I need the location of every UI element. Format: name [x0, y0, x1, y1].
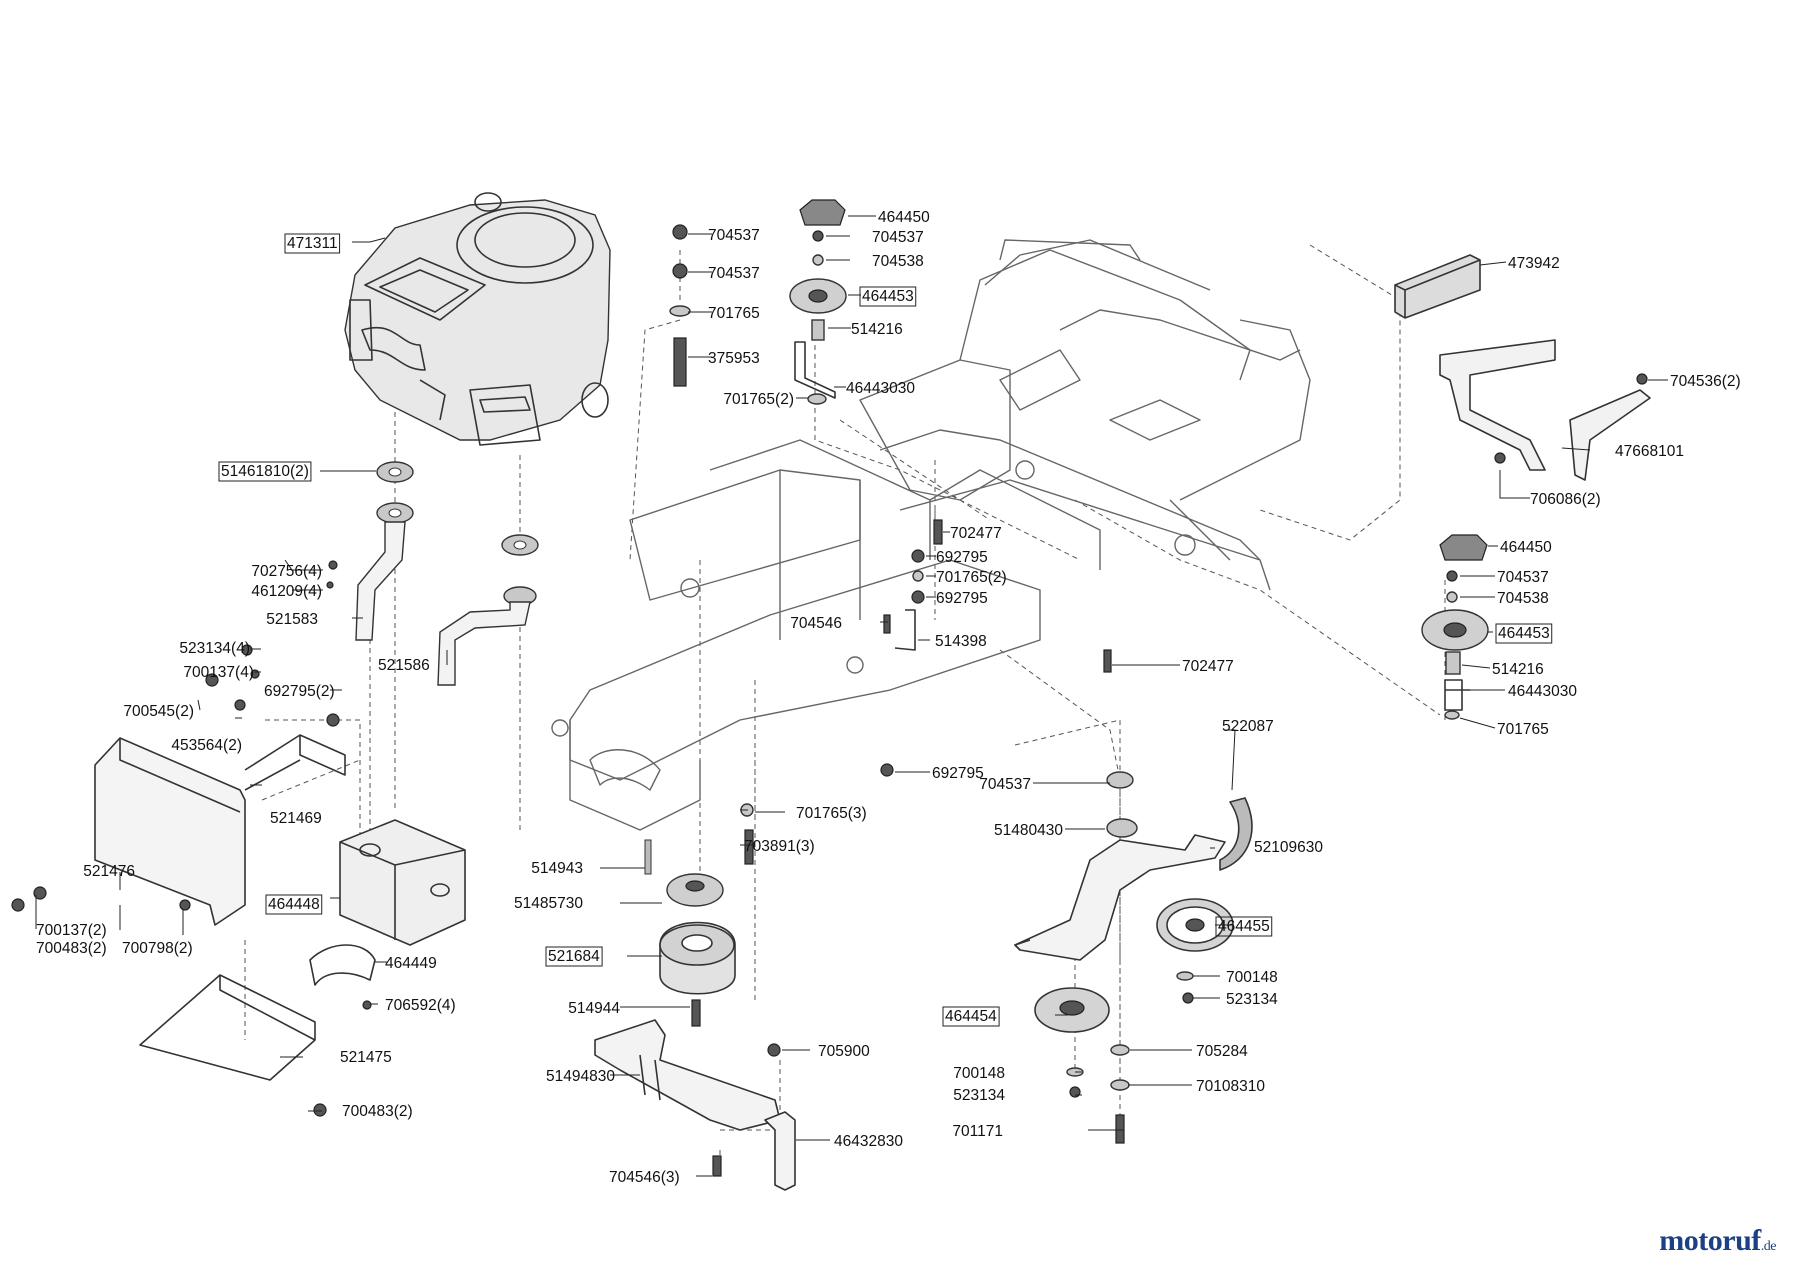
clutch-assembly: [594, 839, 796, 1191]
part-number-labels: 471311 51461810(2) 702756(4) 461209(4) 52158…: [36, 209, 1741, 1186]
part-label: 464455: [1218, 918, 1270, 935]
part-label: 464453: [1498, 625, 1550, 642]
heat-shield: [11, 560, 346, 1117]
part-label: 514216: [1492, 661, 1544, 678]
part-label: 704537: [979, 776, 1031, 793]
part-label: 701765(2): [936, 569, 1007, 586]
part-label: 700137(4): [183, 664, 254, 681]
part-label: 464454: [945, 1008, 997, 1025]
part-label: 51480430: [994, 822, 1063, 839]
engine: [344, 192, 611, 446]
part-label: 521476: [83, 863, 135, 880]
part-label: 700137(2): [36, 922, 107, 939]
part-label-box: [942, 1006, 1000, 1027]
part-label: 46432830: [834, 1133, 903, 1150]
part-label: 692795: [936, 590, 988, 607]
part-label: 464449: [385, 955, 437, 972]
part-label: 704537: [708, 227, 760, 244]
part-label: 521583: [266, 611, 318, 628]
part-label: 471311: [287, 235, 338, 252]
part-label: 702756(4): [251, 563, 322, 580]
part-label-box: [1495, 623, 1553, 644]
part-label-box: [1215, 916, 1273, 937]
part-label: 473942: [1508, 255, 1560, 272]
part-label: 464448: [268, 896, 320, 913]
part-label: 51494830: [546, 1068, 615, 1085]
tractor-frame: [551, 239, 1311, 831]
part-label: 514216: [851, 321, 903, 338]
part-label: 702477: [1182, 658, 1234, 675]
part-label: 705900: [818, 1043, 870, 1060]
part-label: 523134(4): [179, 640, 250, 657]
part-label: 705284: [1196, 1043, 1248, 1060]
part-label: 704536(2): [1670, 373, 1741, 390]
part-label: 375953: [708, 350, 760, 367]
part-label: 704537: [708, 265, 760, 282]
part-label: 521586: [378, 657, 430, 674]
part-label: 522087: [1222, 718, 1274, 735]
part-label: 70108310: [1196, 1078, 1265, 1095]
part-label: 704537: [872, 229, 924, 246]
part-label: 704538: [872, 253, 924, 270]
part-label: 523134: [1226, 991, 1278, 1008]
part-label: 700148: [953, 1065, 1005, 1082]
part-label: 704537: [1497, 569, 1549, 586]
watermark-text: motoruf: [1659, 1224, 1761, 1257]
part-label: 514944: [568, 1000, 620, 1017]
part-label: 523134: [953, 1087, 1005, 1104]
part-label: 514943: [531, 860, 583, 877]
part-label: 46443030: [1508, 683, 1577, 700]
part-label: 701765: [1497, 721, 1549, 738]
exhaust-parts: [355, 461, 539, 686]
leader-lines: [35, 215, 1668, 1177]
part-label: 521684: [548, 948, 600, 965]
part-label: 692795(2): [264, 683, 335, 700]
part-label: 702477: [950, 525, 1002, 542]
part-label: 464450: [1500, 539, 1552, 556]
watermark-logo: motoruf.de: [1659, 1224, 1776, 1258]
muffler: [309, 819, 466, 1010]
part-label: 461209(4): [251, 583, 322, 600]
part-label: 703891(3): [744, 838, 815, 855]
part-label-box: [218, 461, 312, 482]
part-label: 692795: [932, 765, 984, 782]
part-label: 701171: [952, 1123, 1003, 1140]
part-label: 464453: [862, 288, 914, 305]
part-label: 692795: [936, 549, 988, 566]
part-label: 701765: [708, 305, 760, 322]
part-label: 706086(2): [1530, 491, 1601, 508]
part-label: 700148: [1226, 969, 1278, 986]
part-label: 700483(2): [342, 1103, 413, 1120]
part-label: 453564(2): [171, 737, 242, 754]
part-label-box: [265, 894, 323, 915]
right-upper-parts: [1394, 254, 1651, 481]
right-pulley-set: [1421, 534, 1489, 720]
part-label: 701765(3): [796, 805, 867, 822]
part-label: 51485730: [514, 895, 583, 912]
part-label: 701765(2): [723, 391, 794, 408]
part-label-box: [545, 946, 603, 967]
part-label-box: [859, 286, 917, 307]
center-hardware: [669, 199, 1112, 865]
part-label: 521475: [340, 1049, 392, 1066]
part-label: 521469: [270, 810, 322, 827]
part-label: 700798(2): [122, 940, 193, 957]
part-label: 706592(4): [385, 997, 456, 1014]
part-label: 700483(2): [36, 940, 107, 957]
part-label: 51461810(2): [221, 463, 309, 480]
part-label: 514398: [935, 633, 987, 650]
part-label: 47668101: [1615, 443, 1684, 460]
part-label: 704546: [790, 615, 842, 632]
part-label: 704546(3): [609, 1169, 680, 1186]
part-label: 46443030: [846, 380, 915, 397]
watermark-suffix: .de: [1760, 1239, 1777, 1254]
part-label: 52109630: [1254, 839, 1323, 856]
part-label: 700545(2): [123, 703, 194, 720]
part-label-box: [284, 233, 341, 254]
part-label: 464450: [878, 209, 930, 226]
part-label: 704538: [1497, 590, 1549, 607]
